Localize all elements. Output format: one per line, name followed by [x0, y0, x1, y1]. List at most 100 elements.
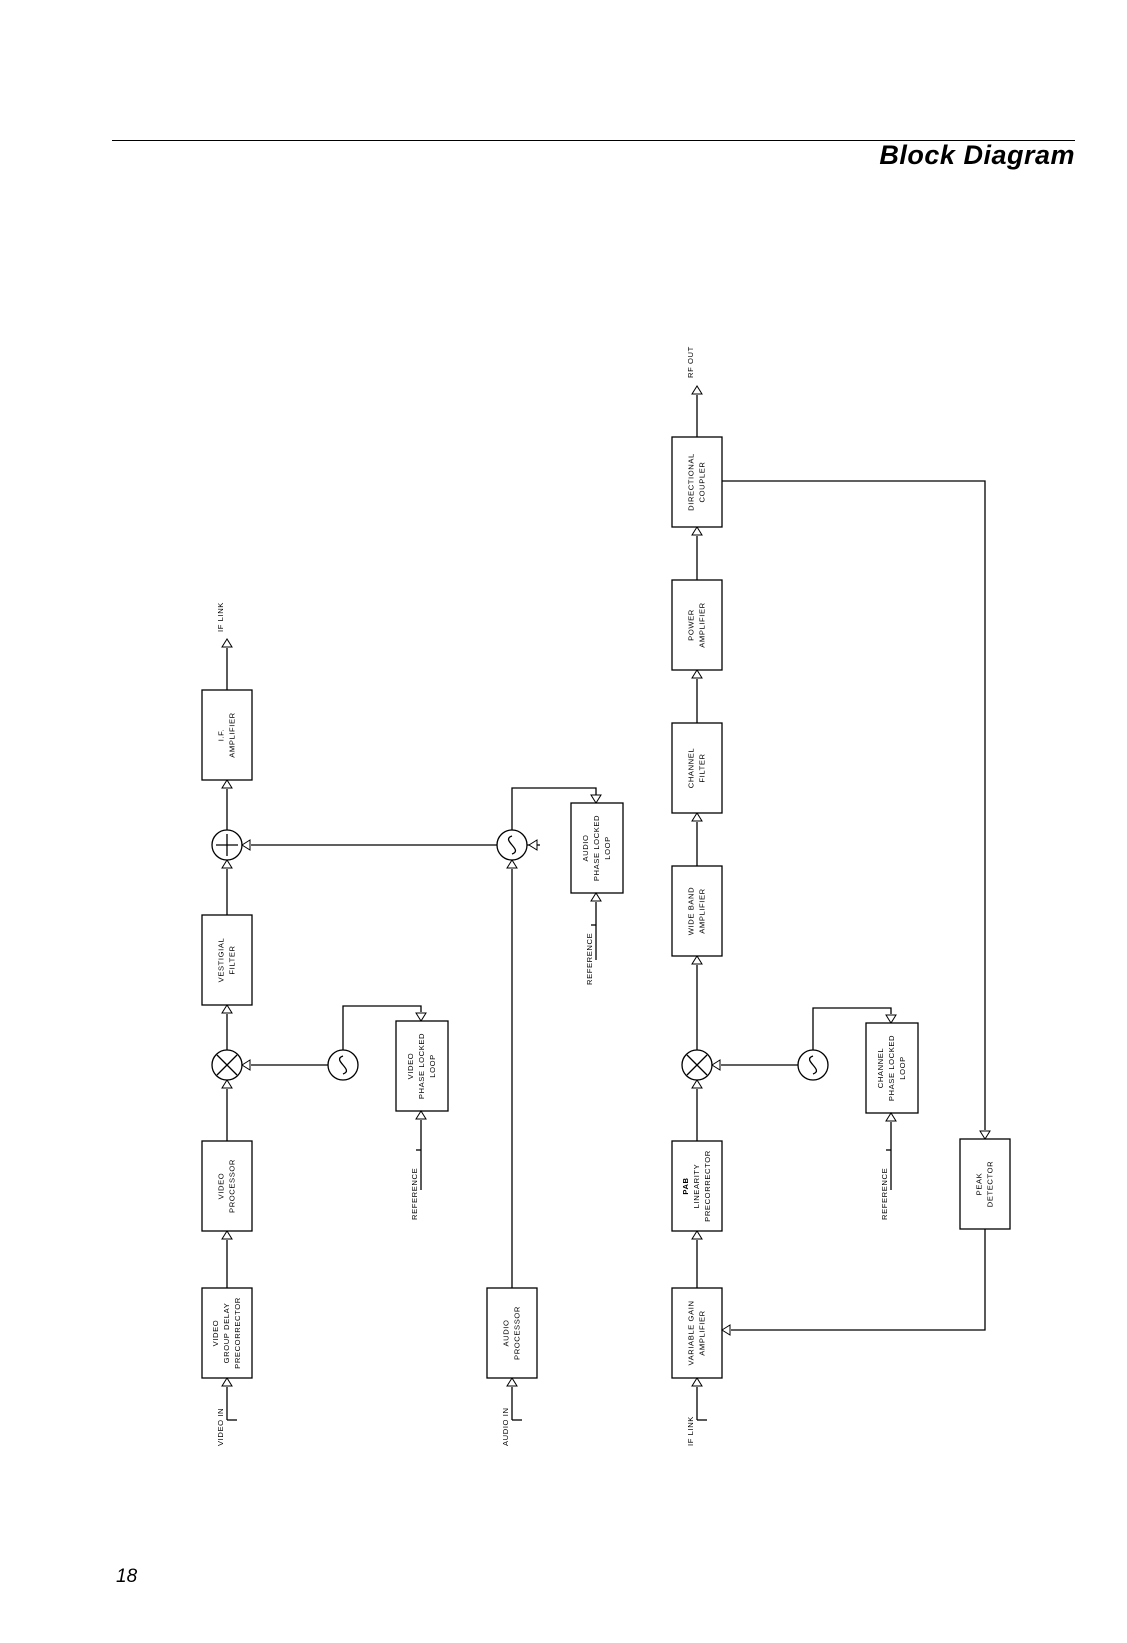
audio-pll-block: [570, 802, 624, 894]
pab-linearity-label-line: LINEARITY: [692, 1164, 701, 1209]
if-link-in-text: IF LINK: [686, 1416, 695, 1446]
video-pll-label-line: LOOP: [428, 1054, 437, 1078]
video-in-label: VIDEO IN: [216, 1408, 225, 1446]
video-processor-block: [201, 1140, 253, 1232]
page-number: 18: [116, 1566, 138, 1587]
arrow-head: [691, 669, 703, 679]
channel-oscillator-symbol: [808, 1055, 818, 1075]
arrow-head: [711, 1059, 721, 1071]
reference-channel-text: REFERENCE: [880, 1168, 889, 1220]
page-title: Block Diagram: [879, 140, 1075, 170]
vestigial-filter-label-line: VESTIGIAL: [217, 938, 226, 983]
channel-pll-label-line: LOOP: [898, 1056, 907, 1080]
video-processor-label-line: VIDEO: [217, 1173, 226, 1200]
arrow-head: [691, 1079, 703, 1089]
arrow-head: [506, 859, 518, 869]
audio-oscillator-symbol: [507, 835, 517, 855]
wire: [812, 1007, 892, 1050]
arrow-head: [506, 1377, 518, 1387]
arrow-head: [221, 779, 233, 789]
audio-processor-block: [486, 1287, 538, 1379]
reference-audio-text: REFERENCE: [585, 933, 594, 985]
arrow-head: [221, 1377, 233, 1387]
reference-video-text: REFERENCE: [410, 1168, 419, 1220]
arrow-head: [221, 1230, 233, 1240]
video-mixer-symbol: [216, 1054, 238, 1076]
summing-junction-symbol: [216, 834, 238, 856]
channel-mixer-symbol: [686, 1054, 708, 1076]
vestigial-filter-block: [201, 914, 253, 1006]
video-group-delay-block: [201, 1287, 253, 1379]
blocks: [201, 385, 1011, 1387]
if-link-out-text: IF LINK: [216, 602, 225, 632]
arrow-head: [691, 1230, 703, 1240]
arrow-head: [241, 839, 251, 851]
if-link-in-label: IF LINK: [686, 1416, 695, 1446]
directional-coupler-label-line: DIRECTIONAL: [687, 453, 696, 511]
reference-audio-label: REFERENCE: [585, 933, 594, 985]
header-rule: [112, 140, 1075, 141]
variable-gain-label-line: AMPLIFIER: [698, 1310, 707, 1356]
arrow-head: [415, 1110, 427, 1120]
arrow-head: [691, 385, 703, 395]
channel-pll-label-line: CHANNEL: [876, 1048, 885, 1089]
arrow-head: [221, 1079, 233, 1089]
if-amplifier-block: [201, 689, 253, 781]
wide-band-label-line: AMPLIFIER: [698, 888, 707, 934]
pab-linearity-label-line: PAB: [681, 1177, 690, 1194]
pab-linearity-block: [671, 1140, 723, 1232]
channel-pll-block: [865, 1022, 919, 1114]
power-amplifier-label-line: POWER: [687, 609, 696, 641]
power-amplifier-block: [671, 579, 723, 671]
pab-linearity-label-line: PRECORRECTOR: [703, 1150, 712, 1222]
audio-in-label: AUDIO IN: [501, 1407, 510, 1446]
arrow-head: [415, 1012, 427, 1022]
wide-band-block: [671, 865, 723, 957]
video-pll-block: [395, 1020, 449, 1112]
arrow-head: [979, 1130, 991, 1140]
channel-pll-label-line: PHASE LOCKED: [887, 1035, 896, 1101]
video-in-text: VIDEO IN: [216, 1408, 225, 1446]
wire: [342, 1005, 422, 1050]
rf-out-label: RF OUT: [686, 346, 695, 378]
wires: [226, 395, 986, 1421]
arrow-head: [721, 1324, 731, 1336]
channel-filter-block: [671, 722, 723, 814]
peak-detector-label-line: PEAK: [975, 1173, 984, 1196]
arrow-head: [691, 1377, 703, 1387]
video-pll-label-line: VIDEO: [406, 1053, 415, 1080]
audio-pll-label-line: PHASE LOCKED: [592, 815, 601, 881]
variable-gain-label-line: VARIABLE GAIN: [687, 1300, 696, 1365]
reference-video-label: REFERENCE: [410, 1168, 419, 1220]
video-pll-label-line: PHASE LOCKED: [417, 1033, 426, 1099]
video-group-delay-label-line: PRECORRECTOR: [233, 1297, 242, 1369]
directional-coupler-label-line: COUPLER: [698, 462, 707, 503]
variable-gain-block: [671, 1287, 723, 1379]
wire: [722, 480, 986, 1130]
audio-pll-label-line: LOOP: [603, 836, 612, 860]
peak-detector-label-line: DETECTOR: [986, 1161, 995, 1207]
if-amplifier-label-line: AMPLIFIER: [228, 712, 237, 758]
if-amplifier-label-line: I.F.: [217, 729, 226, 742]
vestigial-filter-label-line: FILTER: [228, 945, 237, 974]
audio-in-text: AUDIO IN: [501, 1407, 510, 1446]
arrow-head: [590, 794, 602, 804]
video-group-delay-label-line: VIDEO: [211, 1320, 220, 1347]
if-link-out-label: IF LINK: [216, 602, 225, 632]
audio-processor-label-line: AUDIO: [502, 1319, 511, 1346]
if-amplifier-label: I.F.AMPLIFIER: [217, 712, 237, 758]
channel-filter-label-line: CHANNEL: [687, 748, 696, 789]
